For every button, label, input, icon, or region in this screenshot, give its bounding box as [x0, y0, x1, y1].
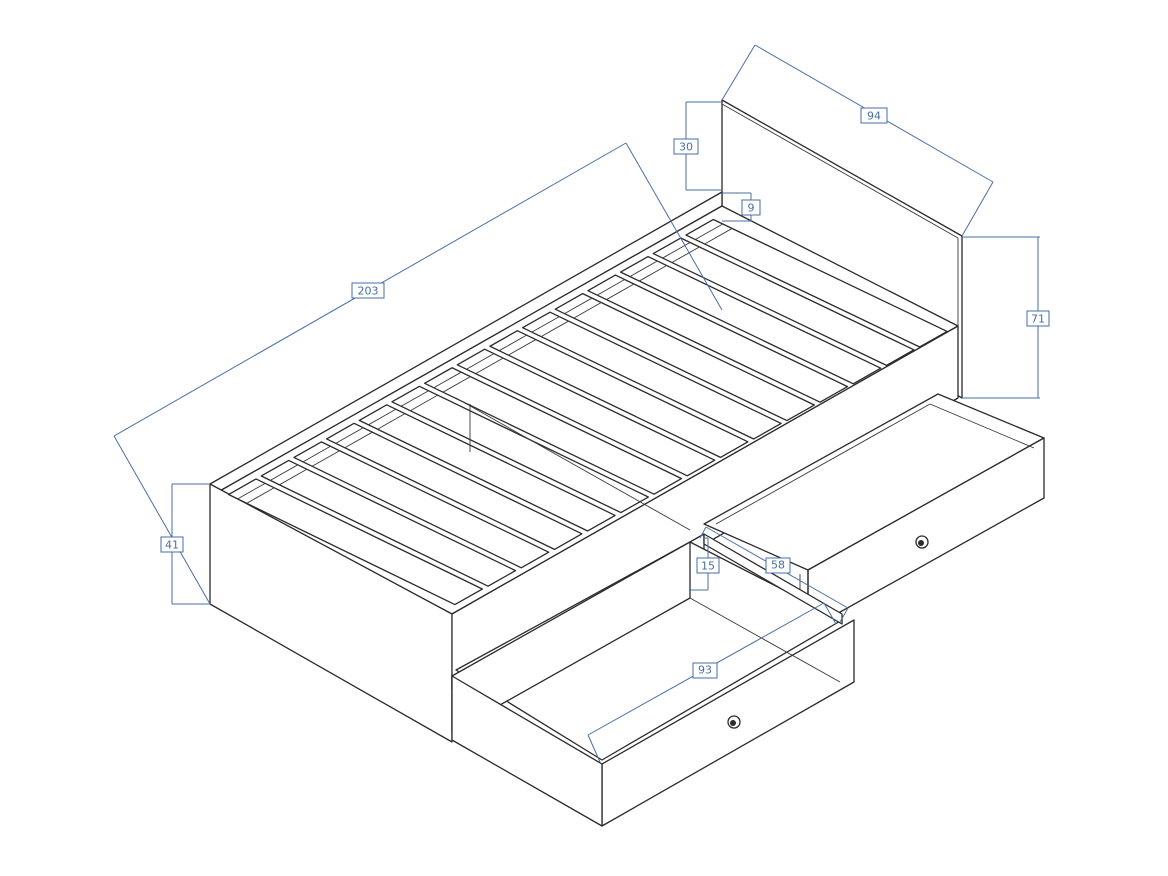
svg-text:58: 58 [771, 559, 785, 572]
center-support-rail [455, 397, 691, 531]
drawer-right [703, 393, 1045, 631]
dimension-length: 203 [113, 142, 723, 605]
slat [293, 441, 550, 569]
svg-text:93: 93 [698, 664, 712, 677]
dimension-drawer-width: 93 [587, 602, 837, 763]
slat [587, 274, 849, 403]
slat [391, 385, 649, 514]
slat-base [227, 218, 948, 606]
slat [521, 311, 782, 440]
dimension-headboard-height: 71 [962, 236, 1050, 399]
dimension-frame-height: 41 [160, 483, 210, 605]
slat [489, 330, 749, 459]
svg-text:30: 30 [679, 141, 693, 154]
slat [554, 292, 815, 422]
slat [619, 255, 882, 385]
slat [260, 459, 517, 587]
slat [423, 367, 683, 495]
dimension-headboard-width: 94 [721, 44, 994, 237]
dimension-drawer-depth: 58 [699, 526, 849, 623]
svg-text:41: 41 [165, 539, 179, 552]
dimension-drawer-height: 15 [690, 537, 720, 591]
svg-text:9: 9 [748, 202, 755, 215]
slat [652, 237, 915, 367]
svg-text:94: 94 [867, 110, 881, 123]
slat [685, 218, 948, 348]
svg-text:15: 15 [701, 560, 715, 573]
slat [358, 404, 616, 532]
slat [456, 348, 716, 477]
dimension-headboard-above-frame: 30 [673, 101, 722, 191]
drawer-left [451, 533, 855, 827]
dimension-frame-rail: 9 [722, 192, 761, 222]
svg-text:203: 203 [358, 285, 379, 298]
slat [227, 478, 483, 606]
svg-text:71: 71 [1031, 313, 1045, 326]
slat [325, 422, 583, 551]
